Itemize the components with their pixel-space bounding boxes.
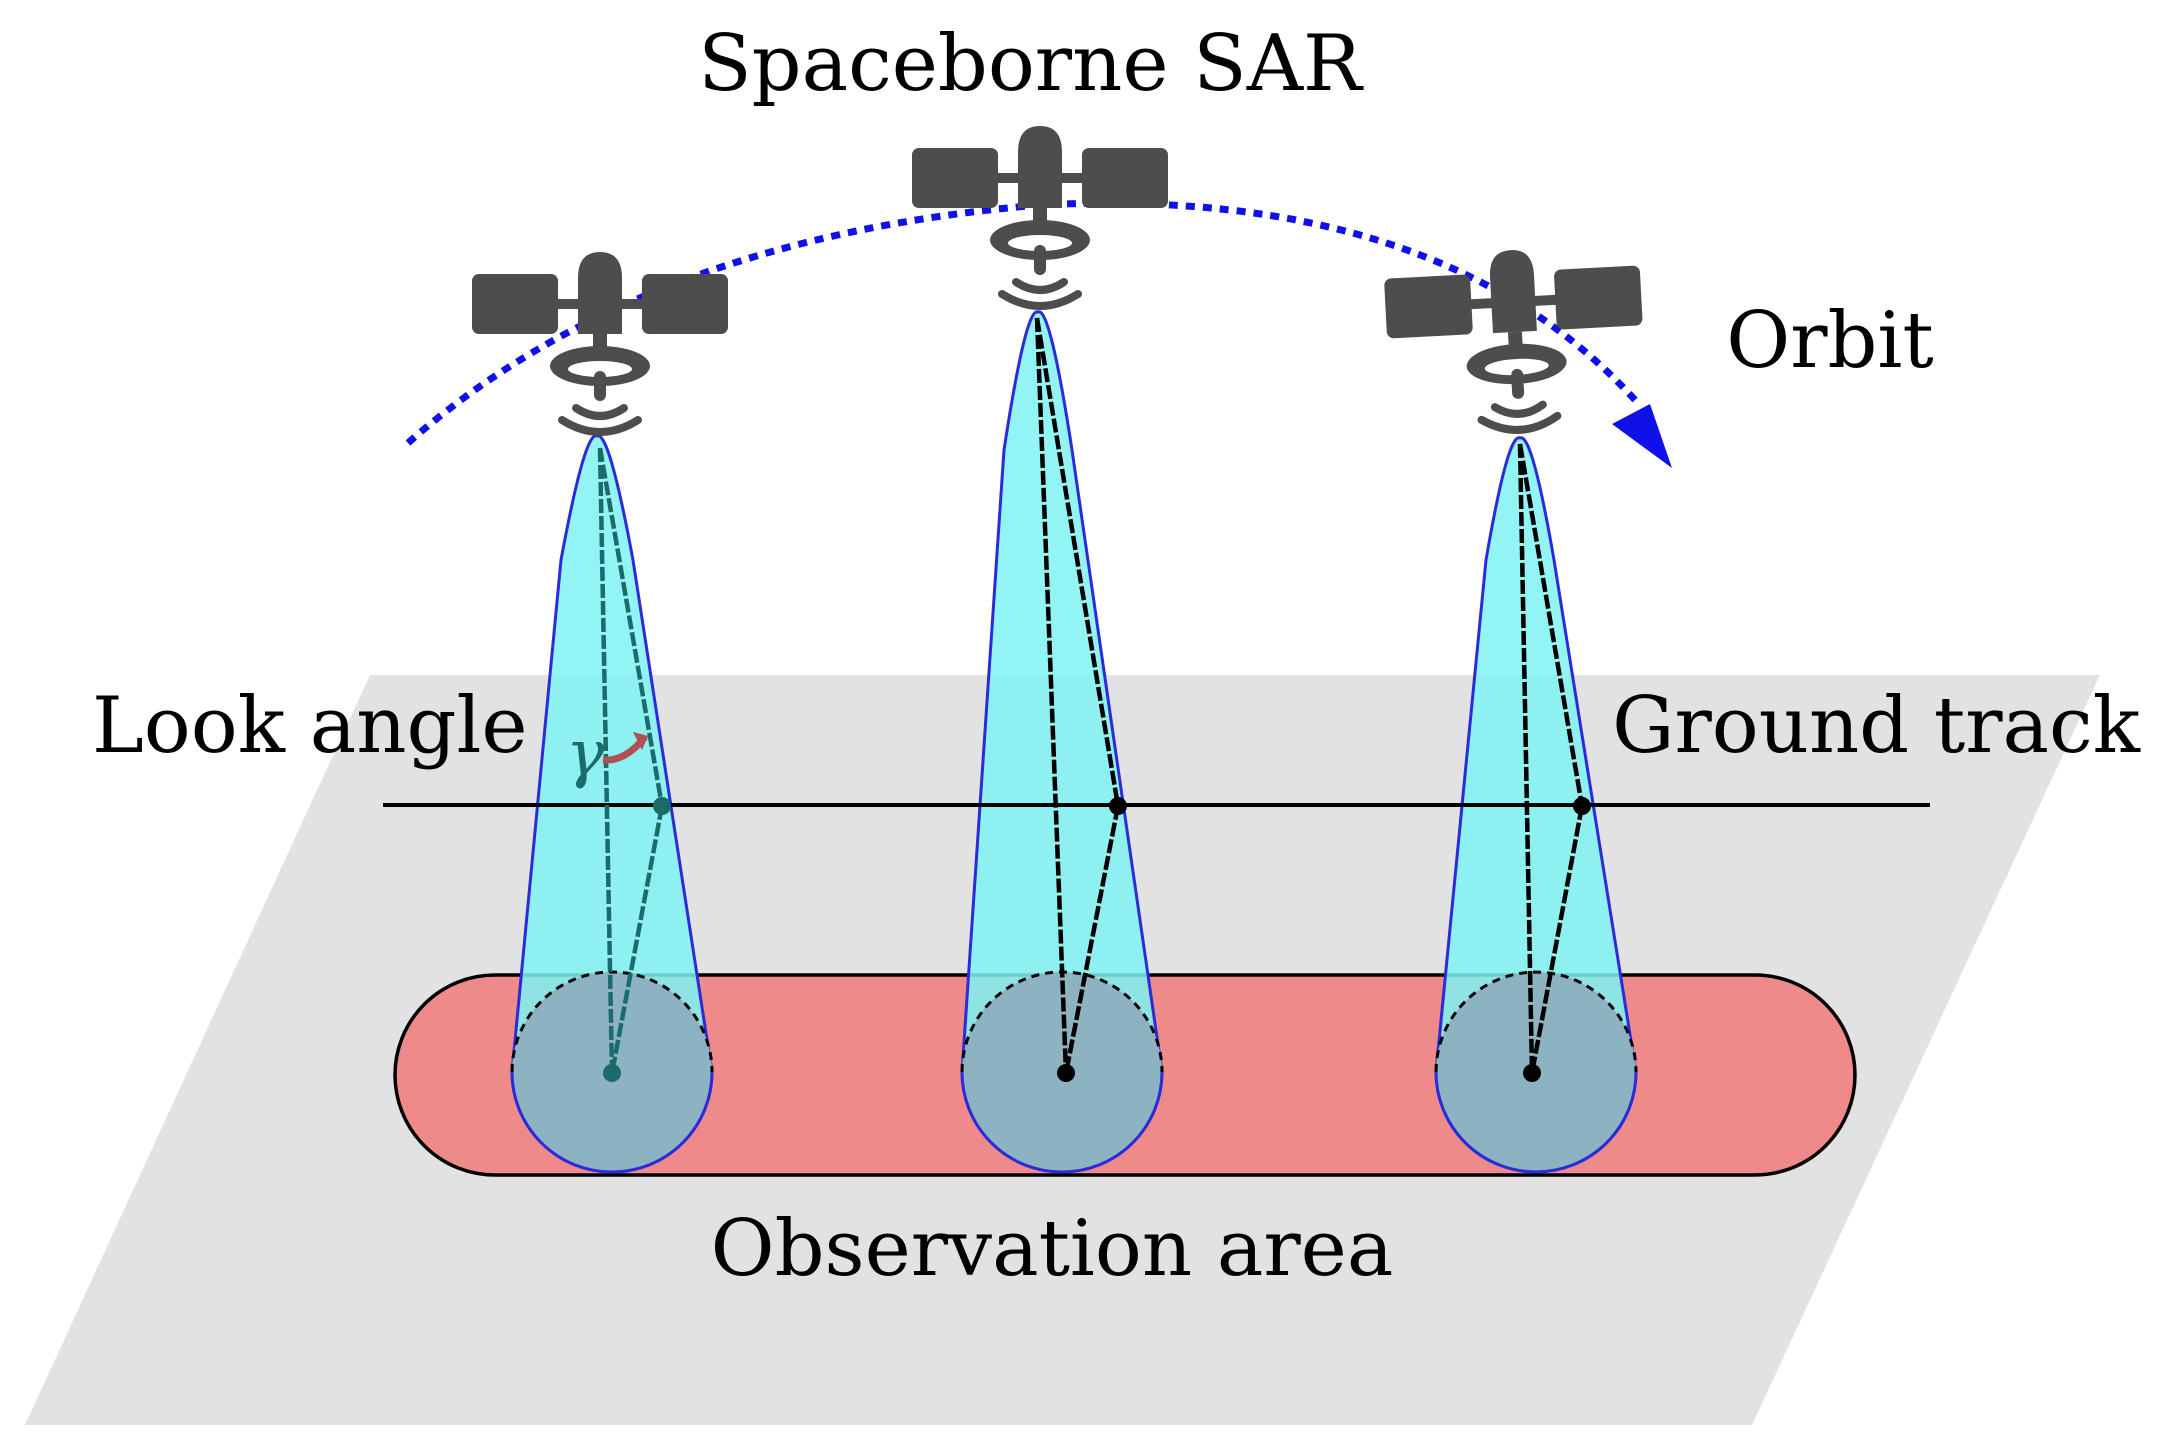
gamma-label: γ: [566, 717, 605, 791]
geometry-right: [1517, 443, 1585, 1074]
points: [603, 797, 1591, 1082]
ground-track-label: Ground track: [1612, 681, 2141, 771]
footprint-center-point-center: [1057, 1064, 1075, 1082]
footprint-right-outline: [1434, 1071, 1638, 1174]
observation-area-label: Observation area: [711, 1204, 1394, 1294]
footprint-right-dashed: [1434, 970, 1638, 1073]
footprint-center-point-right: [1523, 1064, 1541, 1082]
footprint-left-dashed: [510, 970, 714, 1073]
track-point-left: [653, 797, 671, 815]
arrow-head-icon: [1612, 404, 1672, 468]
satellite-icon: [472, 252, 728, 432]
track-point-center: [1109, 797, 1127, 815]
geometry-center: [1034, 317, 1121, 1074]
satellite-icon: [1383, 243, 1648, 436]
look-angle-arrowhead: [633, 732, 648, 750]
footprint-center-point-left: [603, 1064, 621, 1082]
track-point-right: [1573, 797, 1591, 815]
look-angle-label: Look angle: [92, 681, 528, 771]
footprint-left-outline: [510, 1071, 714, 1174]
footprint-center-outline: [960, 1071, 1164, 1174]
orbit-label: Orbit: [1726, 296, 1933, 386]
title-label: Spaceborne SAR: [698, 19, 1364, 109]
